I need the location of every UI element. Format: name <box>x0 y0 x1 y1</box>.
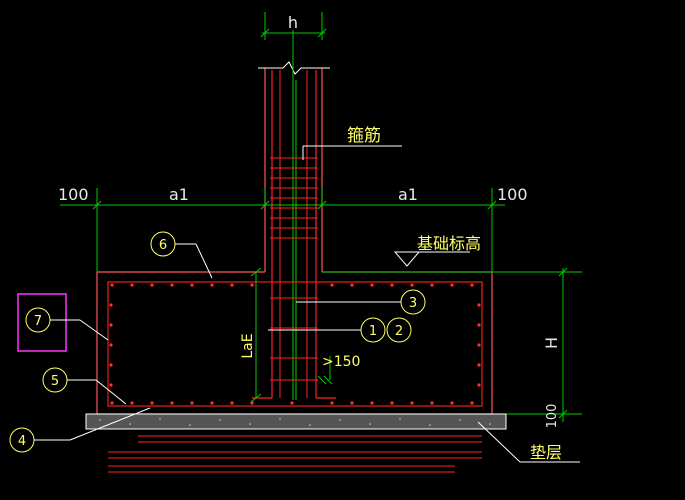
svg-text:4: 4 <box>18 434 26 449</box>
foundation-level-mark: 基础标高 <box>322 234 582 273</box>
left-a1-dim: a1 <box>169 185 189 204</box>
ground-lines <box>108 435 482 473</box>
svg-text:6: 6 <box>159 238 167 253</box>
dim-width-chain <box>60 188 505 272</box>
dim-height <box>492 267 582 422</box>
callout-5: 5 <box>42 367 127 405</box>
svg-text:3: 3 <box>409 296 417 311</box>
left-edge-dim: 100 <box>58 185 89 204</box>
height-H-label: H <box>542 337 561 349</box>
dim-anchorage <box>250 267 262 403</box>
right-a1-dim: a1 <box>398 185 418 204</box>
stirrup-label: 箍筋 <box>347 126 381 146</box>
cushion-annotation: 垫层 <box>477 421 580 463</box>
callout-3: 3 <box>296 289 426 315</box>
dim-100-label: 100 <box>545 404 560 429</box>
dense-stirrups <box>270 157 318 239</box>
mesh-bar-dots <box>109 283 481 405</box>
column <box>252 30 336 400</box>
stirrup-annotation: 箍筋 <box>302 126 402 160</box>
dim-h-label: h <box>288 13 298 32</box>
foundation-level-label: 基础标高 <box>417 234 481 253</box>
svg-text:5: 5 <box>51 374 59 389</box>
cushion-label: 垫层 <box>530 443 562 462</box>
foundation-mesh <box>107 281 483 407</box>
svg-text:7: 7 <box>34 314 42 329</box>
dim-h: h <box>260 12 327 40</box>
callout-1-2: 1 2 <box>268 317 412 343</box>
foundation-outline <box>96 271 493 415</box>
ge150-label: >150 <box>322 354 360 370</box>
foundation-stirrups <box>270 297 318 381</box>
cushion-layer <box>85 413 507 430</box>
dim-150 <box>317 356 333 385</box>
callout-7: 7 <box>17 293 109 352</box>
callout-6: 6 <box>150 231 213 279</box>
svg-text:2: 2 <box>395 324 403 339</box>
svg-text:1: 1 <box>369 324 377 339</box>
callout-4: 4 <box>9 407 151 453</box>
right-edge-dim: 100 <box>497 185 528 204</box>
anchorage-label: LaE <box>240 333 256 358</box>
